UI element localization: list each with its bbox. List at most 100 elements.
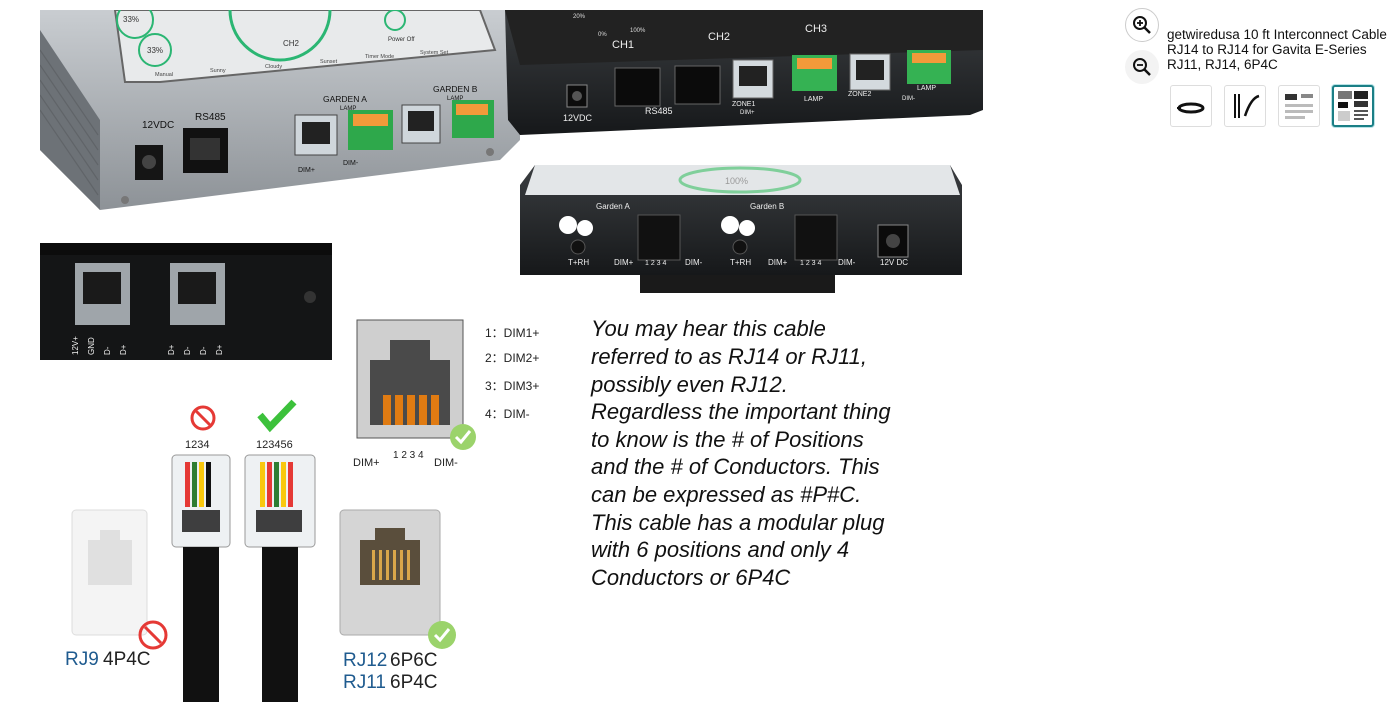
- ch2-label: CH2: [283, 39, 300, 48]
- pinout-item-2: 2：DIM2+: [485, 351, 539, 365]
- small-garden-a: Garden A: [596, 202, 630, 211]
- ch3-label: CH3: [805, 23, 827, 35]
- bar-pin-8: D+: [215, 344, 224, 355]
- tab-system: System Set: [420, 50, 449, 56]
- caption-line-3: possibly even RJ12.: [590, 372, 788, 397]
- small-display: 100%: [725, 176, 748, 186]
- small-garden-b: Garden B: [750, 202, 784, 211]
- small-dim-minus-a: DIM-: [685, 258, 703, 267]
- zone2-label: ZONE2: [848, 91, 871, 98]
- dim-minus-right: DIM-: [902, 96, 915, 102]
- small-pins-a: 1 2 3 4: [645, 260, 667, 267]
- bar-pin-2: GND: [87, 337, 96, 355]
- small-dim-plus-a: DIM+: [614, 258, 634, 267]
- ch2-label-right: CH2: [708, 31, 730, 43]
- caption-line-7: can be expressed as #P#C.: [591, 482, 861, 507]
- power-off-label: Power Off: [388, 37, 415, 43]
- product-title: getwiredusa 10 ft Interconnect Cable RJ1…: [1167, 27, 1387, 72]
- caption-line-8: This cable has a modular plug: [591, 510, 885, 535]
- device-right: 20% 0% 100% CH1 CH2 CH3 12VDC RS485 ZONE…: [505, 10, 983, 135]
- garden-b-label: GARDEN B: [433, 84, 478, 94]
- caption-line-9: with 6 positions and only 4: [591, 537, 849, 562]
- small-dim-minus-b: DIM-: [838, 258, 856, 267]
- thumbnail-infographic[interactable]: [1332, 85, 1374, 127]
- small-12vdc: 12V DC: [880, 258, 908, 267]
- caption-line-1: You may hear this cable: [591, 316, 826, 341]
- garden-a-sub: LAMP: [340, 106, 356, 112]
- small-trh-b: T+RH: [730, 258, 751, 267]
- pct-0: 0%: [598, 32, 607, 38]
- bar-pin-7: D-: [199, 346, 208, 355]
- port-12vdc-right: 12VDC: [563, 113, 593, 123]
- plug-numbers-left: 1234: [185, 439, 209, 451]
- thumbnail-cable-pair[interactable]: [1224, 85, 1266, 127]
- bar-pin-6: D-: [183, 346, 192, 355]
- zone1-label: ZONE1: [732, 101, 755, 108]
- caption-line-5: to know is the # of Positions: [591, 427, 864, 452]
- pct-100: 100%: [630, 28, 646, 34]
- dial1-label: 33%: [123, 15, 139, 24]
- device-small: 100% Garden A Garden B T+RH DIM+ 1 2 3 4…: [520, 165, 962, 293]
- zoom-in-button[interactable]: [1125, 8, 1159, 42]
- rj9-code: RJ9: [65, 649, 99, 670]
- jack-diagram: RJ9 4P4C RJ12 6P6C RJ11 6P4C: [65, 509, 456, 693]
- pinout-pins: 1 2 3 4: [393, 450, 424, 461]
- port-rs485-right: RS485: [645, 106, 673, 116]
- device-black-bar: 12V+ GND D- D+ D+ D- D- D+: [40, 243, 332, 360]
- garden-b-sub: LAMP: [447, 96, 463, 102]
- dim-minus-left: DIM-: [343, 160, 359, 167]
- pinout-item-3: 3：DIM3+: [485, 379, 539, 393]
- lamp-label-2: LAMP: [917, 85, 936, 92]
- caption-line-4: Regardless the important thing: [591, 399, 891, 424]
- tab-sunny: Sunny: [210, 68, 226, 74]
- bar-pin-3: D-: [103, 346, 112, 355]
- pct-20: 20%: [573, 14, 586, 20]
- dial2-label: 33%: [147, 46, 163, 55]
- main-product-image[interactable]: 33% 33% CH2 Power Off Manual Sunny Cloud…: [40, 10, 985, 723]
- plug-diagram: 1234 123456: [171, 399, 316, 702]
- pinout-item-4: 4：DIM-: [485, 407, 530, 421]
- small-dim-plus-b: DIM+: [768, 258, 788, 267]
- pinout-diagram: DIM+ 1 2 3 4 DIM- 1：DIM1+ 2：DIM2+ 3：DIM3…: [353, 319, 539, 469]
- thumbnail-label-chart[interactable]: [1278, 85, 1320, 127]
- caption-line-2: referred to as RJ14 or RJ11,: [591, 344, 867, 369]
- cable-coil-thumb-icon: [1177, 102, 1205, 114]
- small-trh-a: T+RH: [568, 258, 589, 267]
- zoom-out-button[interactable]: [1125, 50, 1159, 84]
- lamp-label-1: LAMP: [804, 96, 823, 103]
- dim-plus-right: DIM+: [740, 110, 755, 116]
- port-rs485-label: RS485: [195, 112, 226, 123]
- caption-line-10: Conductors or 6P4C: [591, 565, 790, 590]
- rj12-type: 6P6C: [390, 650, 438, 671]
- tab-sunset: Sunset: [320, 59, 338, 65]
- tab-manual: Manual: [155, 72, 173, 78]
- infographic-thumb-icon: [1338, 91, 1368, 121]
- thumbnail-strip: [1170, 85, 1374, 127]
- label-chart-thumb-icon: [1285, 94, 1313, 119]
- pinout-dim-plus: DIM+: [353, 457, 380, 469]
- zoom-out-icon: [1133, 58, 1151, 76]
- cable-pair-thumb-icon: [1234, 94, 1260, 118]
- tab-timer: Timer Mode: [365, 54, 394, 60]
- zoom-in-icon: [1133, 16, 1151, 34]
- garden-a-label: GARDEN A: [323, 94, 367, 104]
- pinout-dim-minus: DIM-: [434, 457, 458, 469]
- bar-pin-4: D+: [119, 344, 128, 355]
- caption-text: You may hear this cable referred to as R…: [590, 316, 891, 590]
- pinout-item-1: 1：DIM1+: [485, 326, 539, 340]
- thumbnail-cable-coil[interactable]: [1170, 85, 1212, 127]
- tab-cloudy: Cloudy: [265, 64, 282, 70]
- small-pins-b: 1 2 3 4: [800, 260, 822, 267]
- rj11-type: 6P4C: [390, 672, 438, 693]
- device-left: 33% 33% CH2 Power Off Manual Sunny Cloud…: [40, 10, 520, 210]
- dim-plus-left: DIM+: [298, 167, 315, 174]
- bar-pin-5: D+: [167, 344, 176, 355]
- bar-pin-1: 12V+: [71, 336, 80, 355]
- rj11-code: RJ11: [343, 672, 386, 693]
- ch1-label: CH1: [612, 39, 634, 51]
- rj9-type: 4P4C: [103, 649, 151, 670]
- rj12-code: RJ12: [343, 650, 387, 671]
- caption-line-6: and the # of Conductors. This: [591, 454, 880, 479]
- port-12vdc-label: 12VDC: [142, 120, 174, 131]
